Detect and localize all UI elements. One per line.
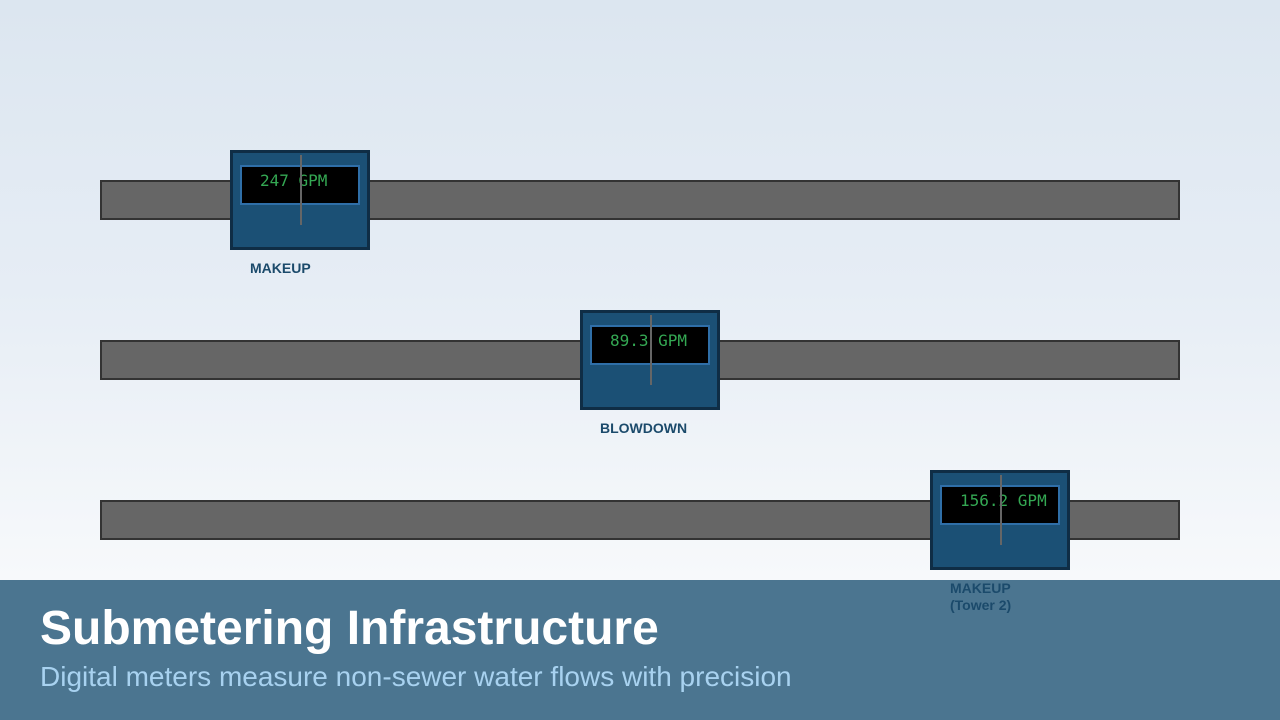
meter-needle [650, 315, 652, 385]
meter-reading: 247 GPM [260, 171, 328, 190]
meter-label: MAKEUP [250, 260, 311, 276]
banner-title: Submetering Infrastructure [40, 602, 659, 655]
flow-meter-2: 89.3 GPM [580, 310, 720, 410]
meter-label: MAKEUP (Tower 2) [950, 580, 1012, 613]
meter-needle [300, 155, 302, 225]
caption-banner: Submetering Infrastructure Digital meter… [0, 580, 1280, 720]
meter-needle [1000, 475, 1002, 545]
meter-reading: 89.3 GPM [610, 331, 688, 350]
flow-meter-1: 247 GPM [230, 150, 370, 250]
meter-reading: 156.2 GPM [960, 491, 1047, 510]
meter-label: BLOWDOWN [600, 420, 688, 436]
flow-meter-3: 156.2 GPM [930, 470, 1070, 570]
banner-subtitle: Digital meters measure non-sewer water f… [40, 661, 792, 692]
